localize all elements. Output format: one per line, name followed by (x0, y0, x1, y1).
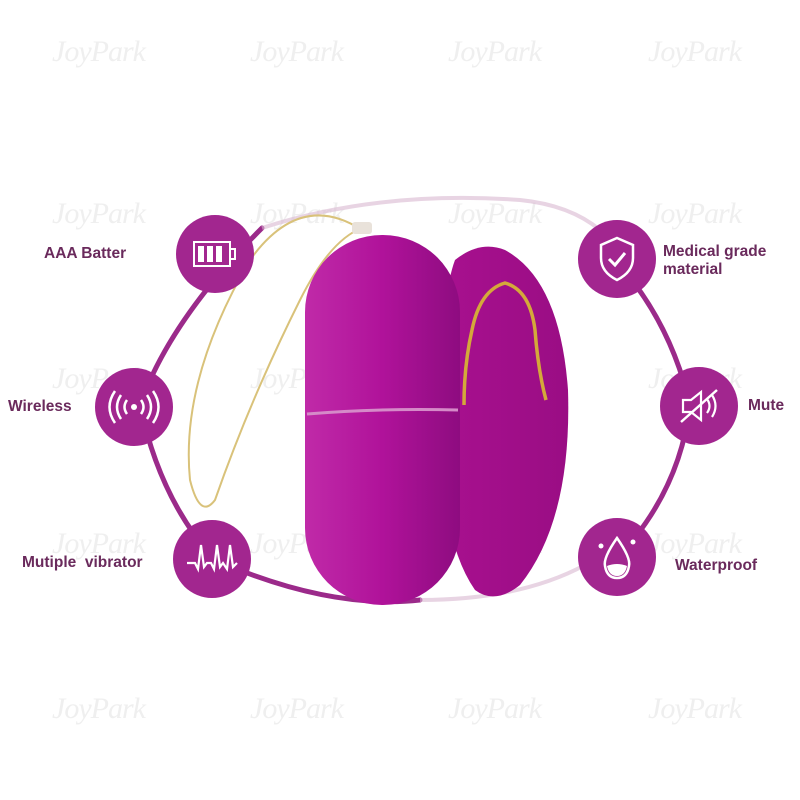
watermark-text: JoyPark (448, 692, 542, 725)
shield-check-icon (599, 236, 635, 282)
feature-label-waterproof: Waterproof (675, 557, 758, 574)
vibrator-badge (173, 520, 251, 598)
feature-label-wireless: Wireless (8, 398, 72, 415)
watermark-text: JoyPark (648, 527, 742, 560)
feature-label-medical: Medical grade material (663, 243, 767, 278)
heartbeat-icon (187, 544, 238, 573)
watermark-text: JoyPark (52, 527, 146, 560)
medical-badge (578, 220, 656, 298)
wireless-signal-icon (108, 390, 160, 424)
battery-icon (193, 241, 236, 267)
feature-label-mute: Mute (748, 397, 785, 414)
watermark-text: JoyPark (648, 197, 742, 230)
watermark-text: JoyPark (250, 197, 344, 230)
mute-speaker-icon (680, 389, 718, 423)
feature-label-vibrator: Mutiple vibrator (22, 554, 143, 571)
waterproof-badge (578, 518, 656, 596)
watermark-text: JoyPark (250, 692, 344, 725)
feature-label-battery: AAA Batter (44, 245, 127, 262)
watermark-text: JoyPark (648, 35, 742, 68)
watermark-text: JoyPark (52, 692, 146, 725)
watermark-text: JoyPark (250, 35, 344, 68)
watermark-text: JoyPark (52, 197, 146, 230)
battery-badge (176, 215, 254, 293)
mute-badge (660, 367, 738, 445)
wireless-badge (95, 368, 173, 446)
watermark-text: JoyPark (648, 692, 742, 725)
watermark-text: JoyPark (448, 35, 542, 68)
watermark-text: JoyPark (52, 35, 146, 68)
water-drop-icon (598, 535, 636, 580)
